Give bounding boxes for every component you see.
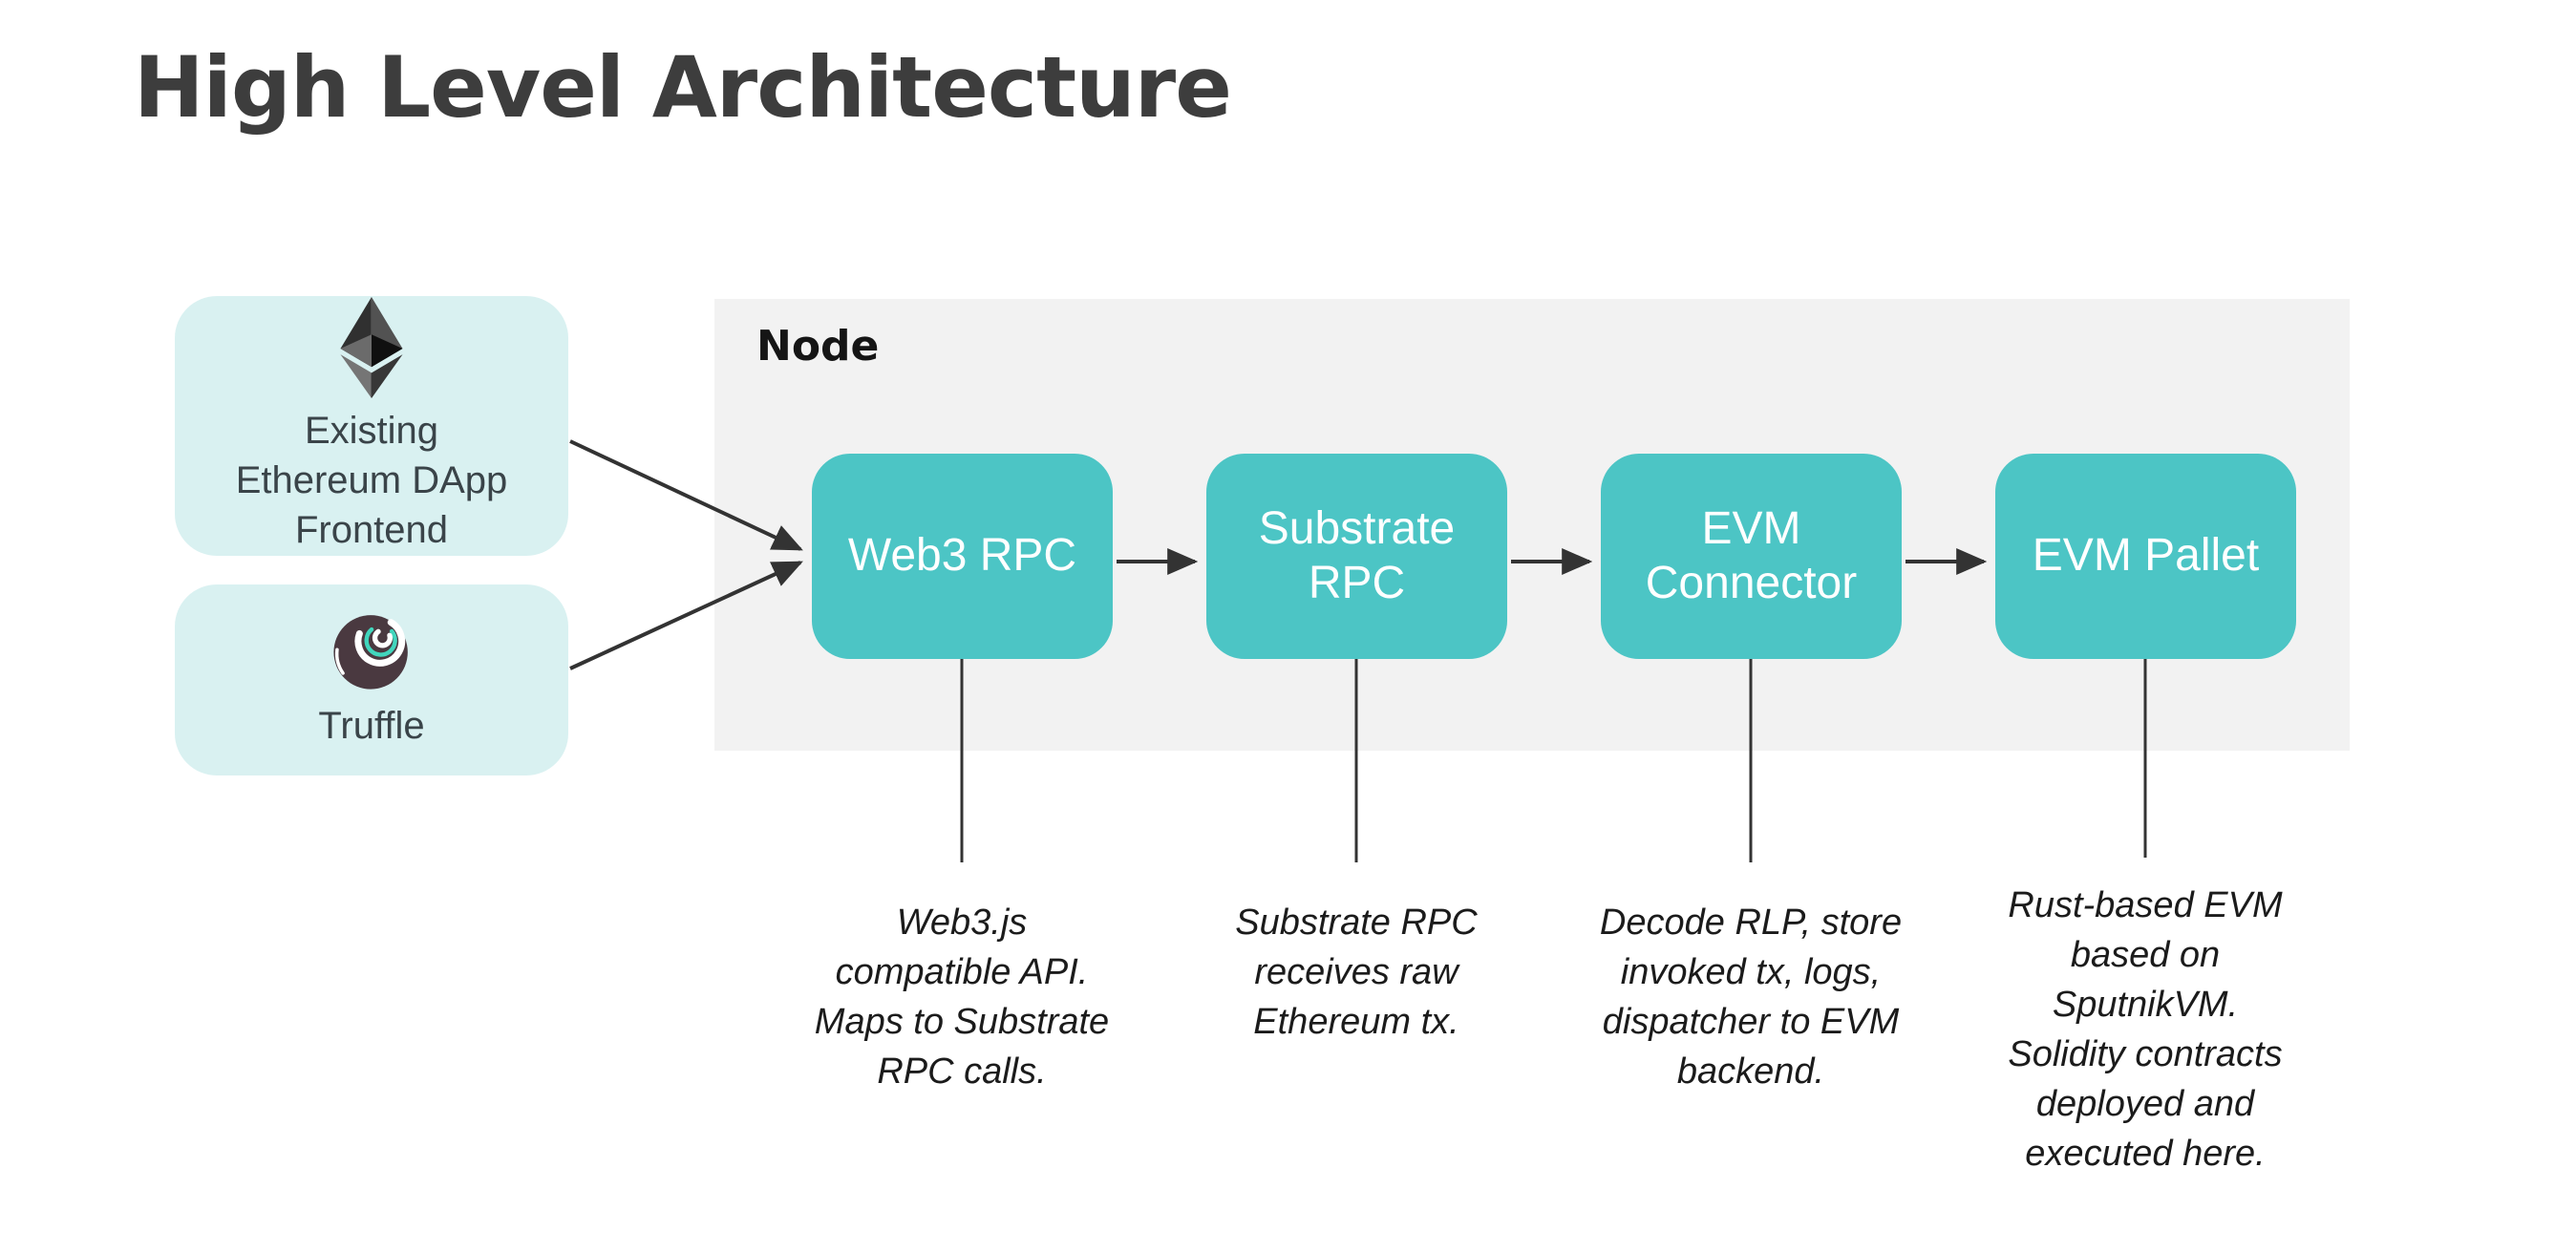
description-web3-rpc: Web3.js compatible API. Maps to Substrat… xyxy=(814,903,1110,1093)
truffle-label: Truffle xyxy=(318,705,425,747)
description-evm-pallet: Rust-based EVM based on SputnikVM. Solid… xyxy=(2008,885,2283,1175)
ethereum-icon xyxy=(340,297,403,398)
stage-evm-connector: EVM Connector xyxy=(1601,454,1902,659)
truffle-box: Truffle xyxy=(175,584,568,775)
description-substrate-rpc: Substrate RPC receives raw Ethereum tx. xyxy=(1235,903,1478,1043)
stage-web3-rpc: Web3 RPC xyxy=(812,454,1113,659)
ethereum-dapp-frontend-box: Existing Ethereum DApp Frontend xyxy=(175,296,568,556)
truffle-icon xyxy=(333,615,408,690)
node-container-label: Node xyxy=(756,322,880,371)
page-title: High Level Architecture xyxy=(134,38,1232,137)
ethereum-dapp-frontend-label: Existing Ethereum DApp Frontend xyxy=(235,410,508,551)
stage-evm-pallet: EVM Pallet xyxy=(1995,454,2296,659)
stage-substrate-rpc: Substrate RPC xyxy=(1206,454,1507,659)
description-evm-connector: Decode RLP, store invoked tx, logs, disp… xyxy=(1599,903,1903,1093)
